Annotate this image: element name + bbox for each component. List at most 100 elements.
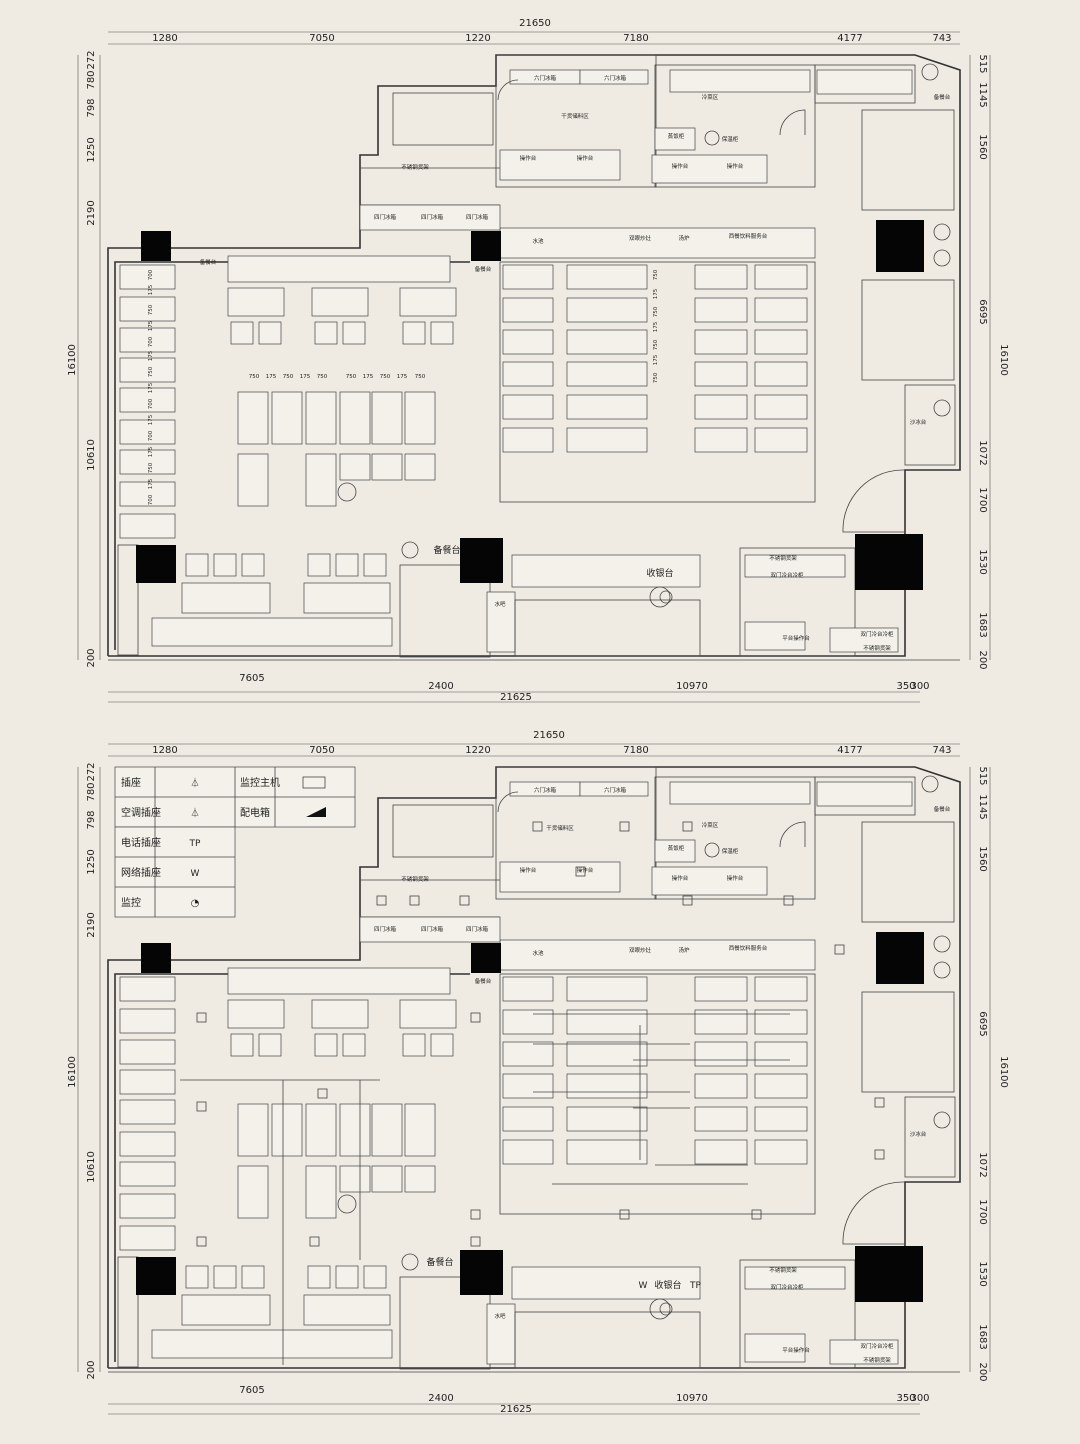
dim-left-seg-4: 1250 xyxy=(86,137,97,162)
dim-right-total: 16100 xyxy=(998,344,1009,376)
label2-4door-2: 四门冰箱 xyxy=(421,925,444,933)
label2-stove: 双眼炒灶 xyxy=(629,946,652,954)
legend-row-4-name: 网络插座 xyxy=(121,866,161,879)
booth-dim-8: 750 xyxy=(380,374,391,380)
dim-right-3: 1560 xyxy=(977,134,988,159)
dim-bottom-1: 7605 xyxy=(239,673,264,684)
label2-prep-1: 操作台 xyxy=(520,866,537,874)
dim2-right-2: 1145 xyxy=(977,794,988,819)
label-cashier: 收银台 xyxy=(646,567,673,579)
label-dry-store: 干货储料区 xyxy=(561,112,589,120)
dim2-seg-2: 7050 xyxy=(309,745,334,756)
label-sink: 水池 xyxy=(532,237,544,245)
label-double-door: 双门冷台冷柜 xyxy=(770,571,804,579)
dim-right-7: 1530 xyxy=(977,549,988,574)
dim-seg-4: 7180 xyxy=(623,33,648,44)
dim-seg-1: 1280 xyxy=(152,33,177,44)
side-dim-8: 175 xyxy=(148,382,154,393)
dim2-seg-5: 4177 xyxy=(837,745,862,756)
side-dim-2: 175 xyxy=(148,284,154,295)
dim-bottom-3: 10970 xyxy=(676,681,708,692)
dim-bottom-2: 2400 xyxy=(428,681,453,692)
dim-total-width: 21650 xyxy=(519,18,551,29)
label-cold-dish: 冷菜区 xyxy=(702,93,719,101)
mid-dim-1: 750 xyxy=(653,269,659,280)
dim2-bottom-1: 7605 xyxy=(239,1385,264,1396)
mid-column-dims: 750 175 750 175 750 175 750 xyxy=(653,269,659,383)
label2-warmer: 保温柜 xyxy=(722,847,739,855)
dim-right-2: 1145 xyxy=(977,82,988,107)
booth-dim-9: 175 xyxy=(397,374,408,380)
booth-dim-4: 175 xyxy=(300,374,311,380)
dim2-right-4: 6695 xyxy=(977,1011,988,1036)
upper-dimensions: 21650 1280 7050 1220 7180 4177 743 7605 … xyxy=(67,18,1009,703)
label2-flat-bench: 平台操作台 xyxy=(782,1346,810,1354)
label2-sink: 水池 xyxy=(532,949,544,957)
side-dim-6: 175 xyxy=(148,350,154,361)
side-dim-12: 175 xyxy=(148,446,154,457)
dim-left-total: 16100 xyxy=(67,344,78,376)
side-dim-9: 700 xyxy=(148,398,154,409)
dim-bottom-5: 300 xyxy=(910,681,929,692)
dim-bottom-total: 21625 xyxy=(500,692,532,703)
label-prep-1: 操作台 xyxy=(520,154,537,162)
dim2-left-total: 16100 xyxy=(67,1056,78,1088)
dim-right-9: 200 xyxy=(977,650,988,669)
dim-right-5: 1072 xyxy=(977,440,988,465)
dim2-bottom-3: 10970 xyxy=(676,1393,708,1404)
label2-4door-1: 四门冰箱 xyxy=(374,925,397,933)
dim2-seg-1: 1280 xyxy=(152,745,177,756)
dim-seg-3: 1220 xyxy=(465,33,490,44)
label-steel-shelf-2: 不锈钢货架 xyxy=(769,554,797,562)
label-service-1: 备餐台 xyxy=(200,258,217,266)
mid-dim-7: 750 xyxy=(653,372,659,383)
label-warmer: 保温柜 xyxy=(722,135,739,143)
label2-4door-3: 四门冰箱 xyxy=(466,925,489,933)
dim2-left-seg-5: 2190 xyxy=(86,912,97,937)
label2-freezer-2: 六门冰箱 xyxy=(604,786,627,794)
dim2-left-seg-3: 798 xyxy=(86,810,97,829)
dim2-left-seg-1: 272 xyxy=(86,762,97,781)
label-freezer-2: 六门冰箱 xyxy=(604,74,627,82)
legend-row-5-name: 监控 xyxy=(121,896,141,909)
legend-table xyxy=(114,766,356,918)
dim-right-4: 6695 xyxy=(977,299,988,324)
label-freezer-1: 六门冰箱 xyxy=(534,74,557,82)
label2-double-door: 双门冷台冷柜 xyxy=(770,1283,804,1291)
label2-soup-stove: 汤炉 xyxy=(678,946,690,954)
dim2-right-total: 16100 xyxy=(998,1056,1009,1088)
label-sand-ice: 沙冰台 xyxy=(910,418,927,426)
label2-service-4: 备餐台 xyxy=(934,805,951,813)
label-service-2: 备餐台 xyxy=(475,265,492,273)
dim2-seg-3: 1220 xyxy=(465,745,490,756)
label2-service-3: 备餐台 xyxy=(426,1256,453,1268)
label-4door-3: 四门冰箱 xyxy=(466,213,489,221)
label-drink-bar: 水吧 xyxy=(494,600,506,608)
label-juice: 西餐饮料服务台 xyxy=(729,232,768,240)
lower-floor-plan xyxy=(107,766,961,1373)
mid-dim-5: 750 xyxy=(653,339,659,350)
label-flat-bench: 平台操作台 xyxy=(782,634,810,642)
side-dim-1: 700 xyxy=(148,269,154,280)
dim2-seg-4: 7180 xyxy=(623,745,648,756)
side-dim-13: 750 xyxy=(148,462,154,473)
legend-row-3-symbol: TP xyxy=(189,839,201,849)
legend-row-4-symbol: W xyxy=(191,869,200,879)
dim2-total-width: 21650 xyxy=(533,730,565,741)
upper-labels: 六门冰箱 六门冰箱 干货储料区 操作台 操作台 操作台 操作台 不锈钢货架 四门… xyxy=(200,74,951,652)
label-prep-3: 操作台 xyxy=(672,162,689,170)
mid-dim-6: 175 xyxy=(653,354,659,365)
side-dim-5: 700 xyxy=(148,336,154,347)
mid-dim-2: 175 xyxy=(653,288,659,299)
side-dim-10: 175 xyxy=(148,414,154,425)
dim2-bottom-5: 300 xyxy=(910,1393,929,1404)
label2-service-2: 备餐台 xyxy=(475,977,492,985)
mid-dim-4: 175 xyxy=(653,321,659,332)
dim2-right-6: 1700 xyxy=(977,1199,988,1224)
dim2-bottom-4: 350 xyxy=(896,1393,915,1404)
dim-left-seg-1: 272 xyxy=(86,50,97,69)
label2-prep-4: 操作台 xyxy=(727,874,744,882)
dim2-right-8: 1683 xyxy=(977,1324,988,1349)
